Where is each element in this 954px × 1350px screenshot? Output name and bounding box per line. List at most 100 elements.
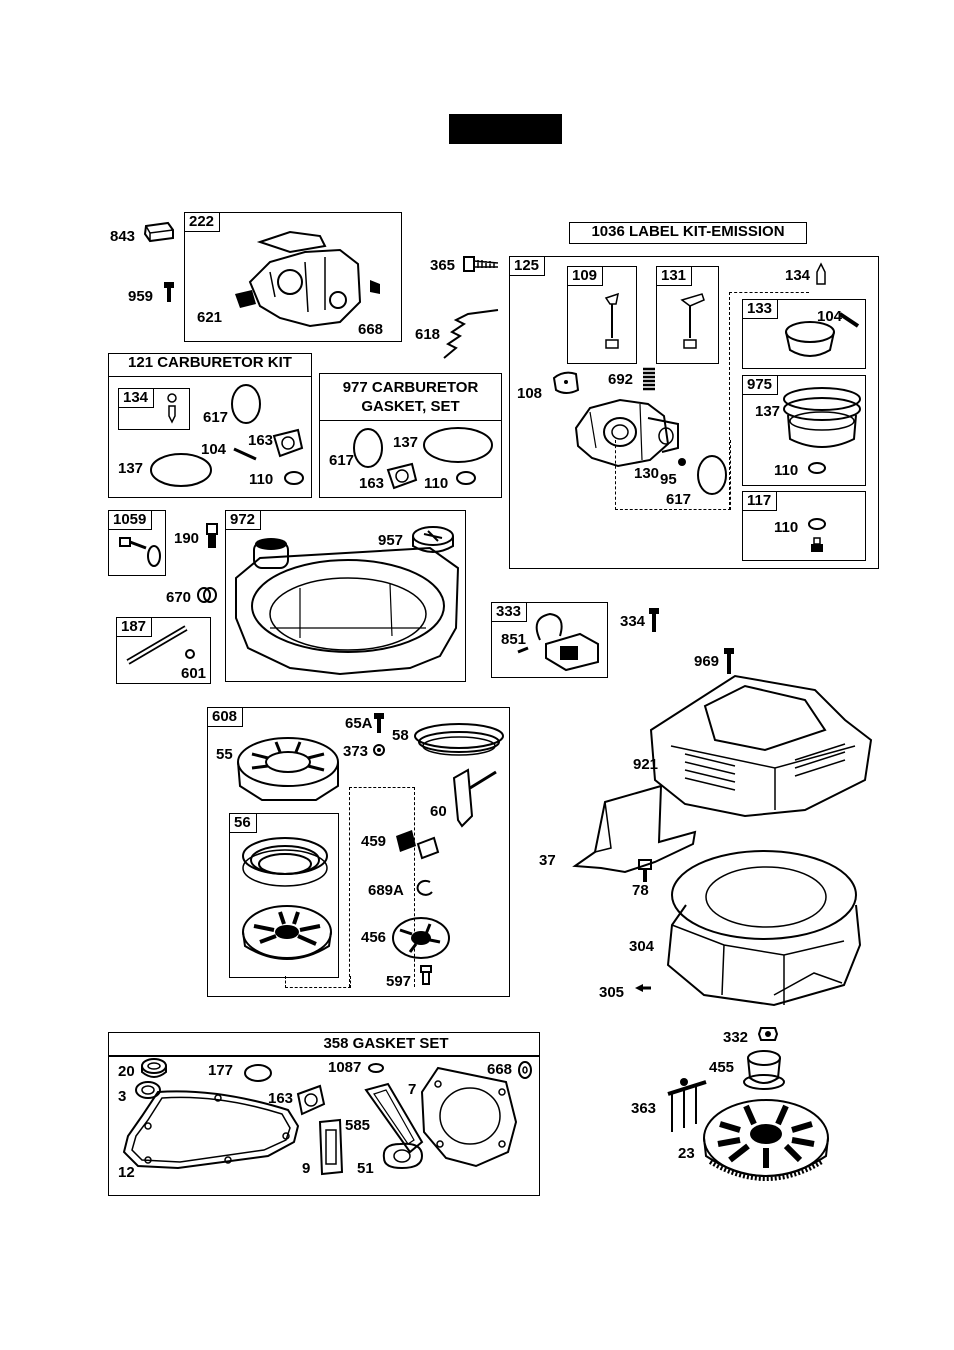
gasket-ring-icon (242, 1062, 274, 1084)
carburetor-icon (570, 388, 685, 473)
gasket-ring-icon (228, 382, 264, 426)
group-358-box (108, 1032, 540, 1196)
gasket-icon (270, 426, 306, 460)
pin-icon (232, 446, 258, 462)
group-1036-title: 1036 LABEL KIT-EMISSION (569, 222, 807, 244)
callout-37: 37 (539, 852, 556, 869)
callout-110-kit: 110 (249, 471, 274, 488)
oil-seal-icon (134, 1080, 162, 1102)
pawl-icon (396, 830, 442, 860)
pulley-icon (784, 312, 864, 364)
callout-332: 332 (723, 1029, 749, 1046)
callout-304: 304 (629, 938, 655, 955)
callout-110-emission-975: 110 (774, 462, 799, 479)
flywheel-icon (700, 1090, 832, 1194)
callout-843: 843 (110, 228, 136, 245)
group-187-tag: 187 (116, 617, 153, 637)
gasket-ring-icon (420, 424, 496, 466)
callout-23: 23 (678, 1145, 695, 1162)
callout-1087: 1087 (328, 1059, 362, 1076)
needle-icon (814, 262, 828, 288)
group-1059-tag: 1059 (108, 510, 153, 530)
screw-icon (164, 282, 174, 302)
callout-373: 373 (343, 743, 369, 760)
callout-130: 130 (634, 465, 660, 482)
callout-969: 969 (694, 653, 720, 670)
group-972-tag: 972 (225, 510, 262, 530)
group-333-tag: 333 (491, 602, 528, 622)
group-133-box: 133 (742, 299, 866, 369)
callout-78: 78 (632, 882, 649, 899)
callout-137-gasket: 137 (393, 434, 419, 451)
callout-618: 618 (415, 326, 441, 343)
screw-icon (374, 713, 384, 733)
callout-621: 621 (197, 309, 223, 326)
screw-icon (600, 290, 624, 358)
group-975-tag: 975 (742, 375, 779, 395)
group-1059-box: 1059 (108, 510, 166, 576)
seal-icon (516, 1060, 534, 1080)
group-975-box: 975 (742, 375, 866, 486)
callout-305: 305 (599, 984, 625, 1001)
callout-959: 959 (128, 288, 154, 305)
pulley-icon (390, 914, 452, 964)
gasket-icon (360, 1080, 426, 1156)
callout-3: 3 (118, 1088, 127, 1105)
bolt-icon (116, 532, 166, 572)
group-222-box: 222 (184, 212, 402, 342)
callout-921: 921 (633, 756, 659, 773)
group-358-title-rule (108, 1055, 540, 1057)
fan-nut-icon (757, 1024, 779, 1044)
pulley-icon (240, 902, 334, 968)
washer-icon (282, 470, 306, 486)
fitting-icon (204, 522, 220, 548)
callout-617-kit: 617 (203, 409, 229, 426)
callout-110-emission-117: 110 (774, 519, 799, 536)
callout-134-emission: 134 (785, 267, 811, 284)
callout-692: 692 (608, 371, 634, 388)
spring-icon (643, 366, 655, 394)
dashed-lead-56 (285, 976, 351, 988)
spring-icon (440, 308, 500, 364)
screw-icon (676, 290, 710, 358)
group-117-tag: 117 (742, 491, 778, 511)
group-977-title-line2: GASKET, SET (361, 398, 460, 415)
callout-597: 597 (386, 973, 412, 990)
screw-icon (724, 648, 734, 674)
callout-670: 670 (166, 589, 192, 606)
group-121-134-tag: 134 (118, 388, 155, 408)
callout-363: 363 (631, 1100, 657, 1117)
carburetor-icon (235, 222, 380, 332)
group-125-tag: 125 (509, 256, 546, 276)
group-358-title: 358 GASKET SET (323, 1035, 449, 1052)
gasket-icon (416, 1062, 522, 1172)
choke-plate-icon (550, 368, 582, 398)
dashed-lead-608 (349, 787, 415, 987)
cushion-icon (142, 220, 176, 244)
starter-cup-icon (742, 1048, 786, 1092)
callout-163-set: 163 (268, 1090, 294, 1107)
group-109-tag: 109 (567, 266, 604, 286)
group-222-tag: 222 (184, 212, 221, 232)
recoil-spring-icon (238, 834, 332, 896)
callout-58: 58 (392, 727, 409, 744)
baffle-icon (565, 782, 700, 882)
group-56-tag: 56 (229, 813, 257, 833)
callout-104-kit: 104 (201, 441, 227, 458)
callout-55: 55 (216, 746, 233, 763)
gasket-icon (314, 1116, 346, 1178)
group-608-tag: 608 (207, 707, 244, 727)
group-187-box: 187 (116, 617, 211, 684)
o-ring-icon (366, 1061, 386, 1075)
dashed-lead-130 (615, 440, 731, 510)
callout-60: 60 (430, 803, 447, 820)
engine-shroud-icon (645, 670, 875, 820)
callout-668-gasket: 668 (487, 1061, 513, 1078)
callout-585: 585 (345, 1117, 371, 1134)
fuel-tank-icon (230, 538, 462, 678)
header-bar (449, 114, 562, 144)
callout-51: 51 (357, 1160, 374, 1177)
gasket-icon (294, 1082, 328, 1118)
callout-957: 957 (378, 532, 404, 549)
crankcase-gasket-icon (118, 1086, 304, 1174)
